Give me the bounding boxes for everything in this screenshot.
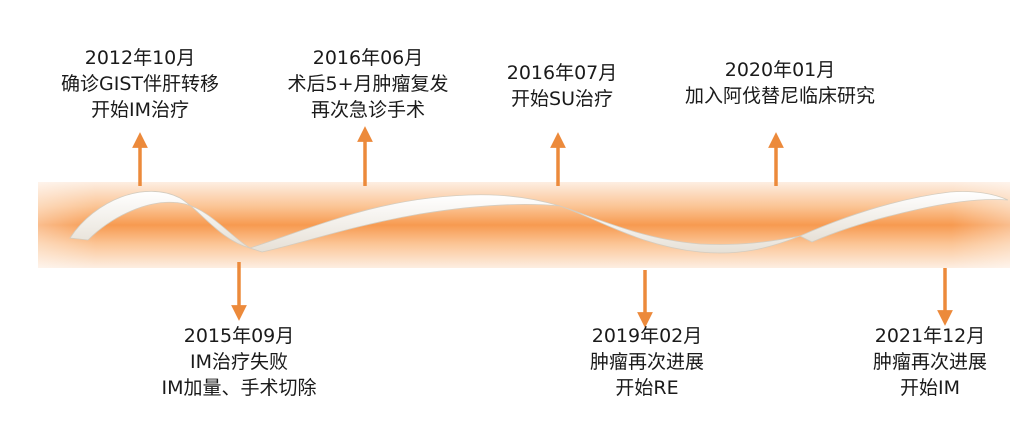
orange-band-fade [38,182,1010,268]
event-2016-07: 2016年07月 开始SU治疗 [432,60,692,112]
event-date: 2021年12月 [874,325,986,347]
event-arrows [132,126,953,328]
event-date: 2020年01月 [724,59,836,81]
event-text: 开始IM治疗 [91,99,189,121]
event-text: 加入阿伐替尼临床研究 [684,85,875,107]
event-date: 2019年02月 [591,325,703,347]
event-text: 确诊GIST伴肝转移 [61,73,219,95]
event-text: 术后5+月肿瘤复发 [287,73,449,95]
event-date: 2016年07月 [506,62,618,84]
event-text: IM加量、手术切除 [161,377,317,399]
event-date: 2015年09月 [183,325,295,347]
ribbon-segment [799,191,1009,243]
event-date: 2012年10月 [84,47,196,69]
event-2015-09: 2015年09月 IM治疗失败 IM加量、手术切除 [109,323,369,401]
silk-ribbon [69,190,1009,254]
event-text: 开始SU治疗 [511,88,613,110]
event-text: 再次急诊手术 [310,99,425,121]
event-text: 开始IM [900,377,960,399]
event-text: IM治疗失败 [190,351,288,373]
event-2020-01: 2020年01月 加入阿伐替尼临床研究 [650,57,910,109]
event-2016-06: 2016年06月 术后5+月肿瘤复发 再次急诊手术 [238,45,498,123]
event-2021-12: 2021年12月 肿瘤再次进展 开始IM [800,323,1031,401]
event-2019-02: 2019年02月 肿瘤再次进展 开始RE [517,323,777,401]
event-2012-10: 2012年10月 确诊GIST伴肝转移 开始IM治疗 [10,45,270,123]
event-date: 2016年06月 [312,47,424,69]
event-text: 开始RE [615,377,679,399]
event-text: 肿瘤再次进展 [589,351,704,373]
event-text: 肿瘤再次进展 [872,351,987,373]
